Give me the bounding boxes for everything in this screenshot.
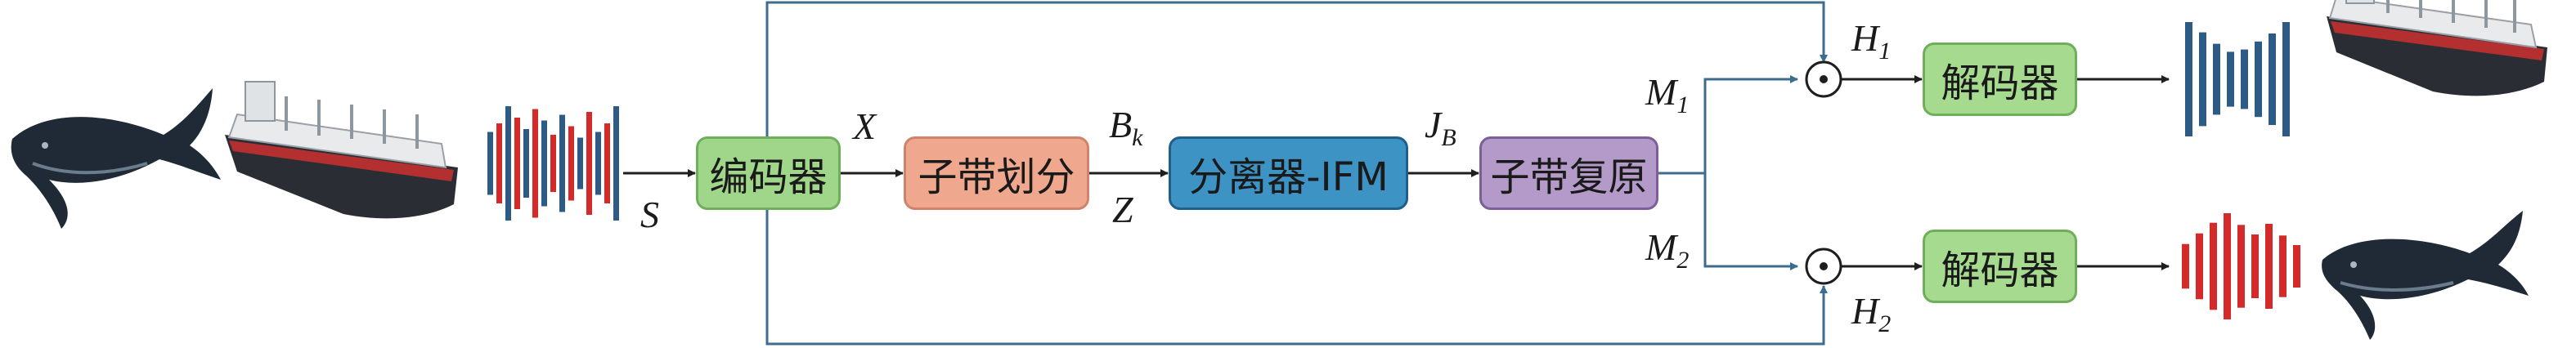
mask2-path [1703, 173, 1798, 270]
label-z: Z [1112, 189, 1133, 230]
label-jb: JB [1425, 106, 1456, 150]
label-bk-sub: k [1132, 124, 1143, 151]
label-m1-main: M [1645, 71, 1677, 113]
label-h2-main: H [1851, 290, 1879, 332]
mixed-waveform-bar [487, 132, 493, 195]
whale-waveform-bar [2251, 234, 2259, 298]
label-jb-sub: B [1441, 124, 1456, 151]
label-m2: M2 [1645, 229, 1689, 273]
output-whale-icon [2322, 211, 2529, 340]
label-h1-main: H [1851, 17, 1879, 59]
ship-waveform-bar [2255, 41, 2262, 118]
separator-ifm-block: 分离器-IFM [1169, 136, 1408, 210]
whale-icon [11, 88, 221, 229]
whale-waveform [2182, 213, 2300, 319]
mixed-waveform-bar [496, 123, 502, 203]
ship-waveform-bar [2282, 22, 2290, 136]
mixed-waveform-bar [514, 118, 520, 209]
label-jb-main: J [1425, 104, 1442, 145]
mixed-waveform-bar [523, 129, 529, 198]
whale-waveform-bar [2293, 245, 2300, 288]
ship-waveform [2185, 22, 2290, 136]
decoder-top-block: 解码器 [1923, 42, 2077, 116]
ship-icon [225, 81, 458, 219]
mixed-waveform-bar [541, 120, 547, 207]
multiply-operator-top-dot [1820, 75, 1828, 83]
label-bk-main: B [1109, 104, 1133, 145]
ship-waveform-bar [2213, 43, 2220, 115]
subband-split-block: 子带划分 [904, 136, 1089, 210]
mixed-waveform-bar [550, 135, 556, 192]
whale-waveform-bar [2224, 213, 2231, 319]
label-bk: Bk [1109, 106, 1142, 150]
mask1-path [1658, 75, 1798, 175]
whale-waveform-bar [2279, 235, 2287, 297]
ship-waveform-bar [2269, 33, 2276, 125]
label-h2: H2 [1851, 292, 1891, 337]
mixed-waveform-bar [613, 106, 619, 221]
whale-waveform-bar [2182, 243, 2189, 289]
label-h1: H1 [1851, 20, 1891, 64]
decoder-bottom-block: 解码器 [1923, 230, 2077, 303]
whale-waveform-bar [2210, 222, 2217, 310]
whale-waveform-bar [2265, 224, 2273, 309]
mixed-waveform-bar [577, 137, 583, 190]
label-m2-main: M [1645, 226, 1677, 268]
output-ship-icon [2327, 0, 2547, 96]
label-s: S [640, 194, 659, 235]
ship-waveform-bar [2185, 22, 2192, 136]
whale-waveform-bar [2237, 225, 2245, 308]
ship-waveform-bar [2227, 51, 2234, 107]
mixed-waveform [487, 106, 619, 221]
multiply-operator-bottom-dot [1820, 262, 1828, 270]
subband-restore-block: 子带复原 [1479, 136, 1658, 210]
mixed-waveform-bar [505, 106, 511, 221]
label-m1: M1 [1645, 74, 1689, 118]
mixed-waveform-bar [559, 114, 565, 212]
whale-waveform-bar [2196, 233, 2203, 300]
label-m1-sub: 1 [1676, 91, 1690, 118]
mixed-waveform-bar [604, 123, 610, 203]
mixed-waveform-bar [595, 132, 601, 195]
encoder-block: 编码器 [696, 136, 841, 210]
mixed-waveform-bar [568, 126, 574, 201]
mixed-waveform-bar [586, 112, 592, 215]
label-h2-sub: 2 [1878, 310, 1892, 337]
ship-waveform-bar [2199, 32, 2206, 127]
mixed-waveform-bar [532, 109, 538, 218]
ship-waveform-bar [2241, 49, 2248, 109]
label-x: X [853, 105, 877, 147]
label-m2-sub: 2 [1676, 247, 1690, 274]
label-h1-sub: 1 [1878, 38, 1892, 65]
skip-connection-bottom [765, 193, 1828, 346]
skip-connection-top [765, 1, 1828, 154]
